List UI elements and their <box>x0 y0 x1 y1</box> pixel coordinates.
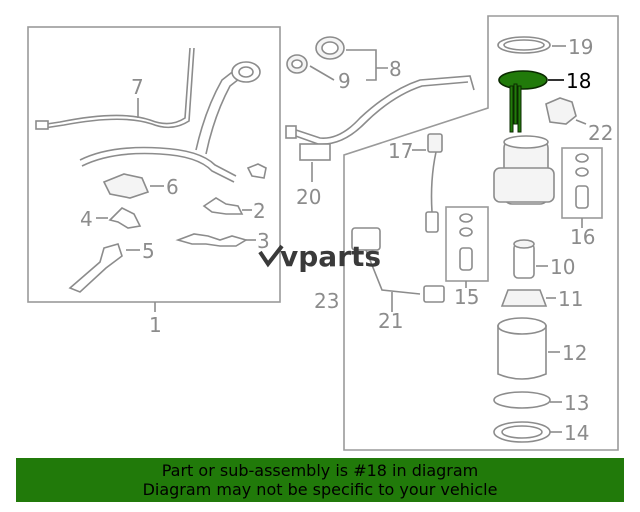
check-swoosh-icon <box>258 244 284 268</box>
watermark-text: vparts <box>280 240 381 273</box>
callout-13: 13 <box>564 391 589 415</box>
part-2-bracket <box>202 197 244 215</box>
part-21-harness <box>351 227 445 303</box>
callout-10: 10 <box>550 255 575 279</box>
part-9-seal <box>286 54 308 74</box>
callout-5: 5 <box>142 239 155 263</box>
part-12-reservoir <box>497 317 547 380</box>
callout-15: 15 <box>454 285 479 309</box>
part-4-clip <box>108 207 142 229</box>
part-10-filter <box>513 239 535 279</box>
callout-2: 2 <box>253 199 266 223</box>
callout-14: 14 <box>564 421 589 445</box>
part-3-bracket <box>175 233 248 247</box>
info-banner: Part or sub-assembly is #18 in diagram D… <box>16 458 624 502</box>
callout-23: 23 <box>314 289 339 313</box>
callout-6: 6 <box>166 175 179 199</box>
callout-numbers: 1 2 3 4 5 6 7 8 9 10 11 12 13 14 15 16 1… <box>80 35 613 445</box>
part-11-retainer <box>500 289 548 307</box>
parts-diagram: 1 2 3 4 5 6 7 8 9 10 11 12 13 14 15 16 1… <box>27 15 619 451</box>
callout-4: 4 <box>80 207 93 231</box>
callout-8: 8 <box>389 57 402 81</box>
banner-line-1: Part or sub-assembly is #18 in diagram <box>161 461 479 480</box>
part-6-clip <box>102 173 150 199</box>
part-14-ring <box>493 421 551 443</box>
part-16-items <box>575 153 589 209</box>
part-22-connector <box>545 97 577 125</box>
callout-20: 20 <box>296 185 321 209</box>
callout-7: 7 <box>131 75 144 99</box>
callout-12: 12 <box>562 341 587 365</box>
callout-17: 17 <box>388 139 413 163</box>
part-17-sensor <box>425 133 443 233</box>
part-20-harness <box>285 75 475 161</box>
part-7-fuel-lines <box>35 47 267 183</box>
callout-22: 22 <box>588 121 613 145</box>
group-box-23 <box>343 15 619 451</box>
callout-3: 3 <box>257 229 270 253</box>
callout-1: 1 <box>149 313 162 337</box>
group-box-1 <box>27 26 281 303</box>
banner-line-2: Diagram may not be specific to your vehi… <box>142 480 498 499</box>
vparts-watermark: vparts <box>258 240 381 273</box>
part-18-highlighted <box>498 70 548 133</box>
callout-16: 16 <box>570 225 595 249</box>
part-13-seal <box>493 391 551 409</box>
group-box-15 <box>445 206 489 282</box>
callout-19: 19 <box>568 35 593 59</box>
leader-lines <box>96 45 587 433</box>
part-5-bracket <box>68 243 123 293</box>
pump-module <box>493 135 555 205</box>
part-8-cap <box>315 36 345 60</box>
callout-11: 11 <box>558 287 583 311</box>
callout-18: 18 <box>566 69 591 93</box>
callout-9: 9 <box>338 69 351 93</box>
callout-21: 21 <box>378 309 403 333</box>
part-19-lock-ring <box>497 36 551 54</box>
part-15-items <box>459 213 473 271</box>
